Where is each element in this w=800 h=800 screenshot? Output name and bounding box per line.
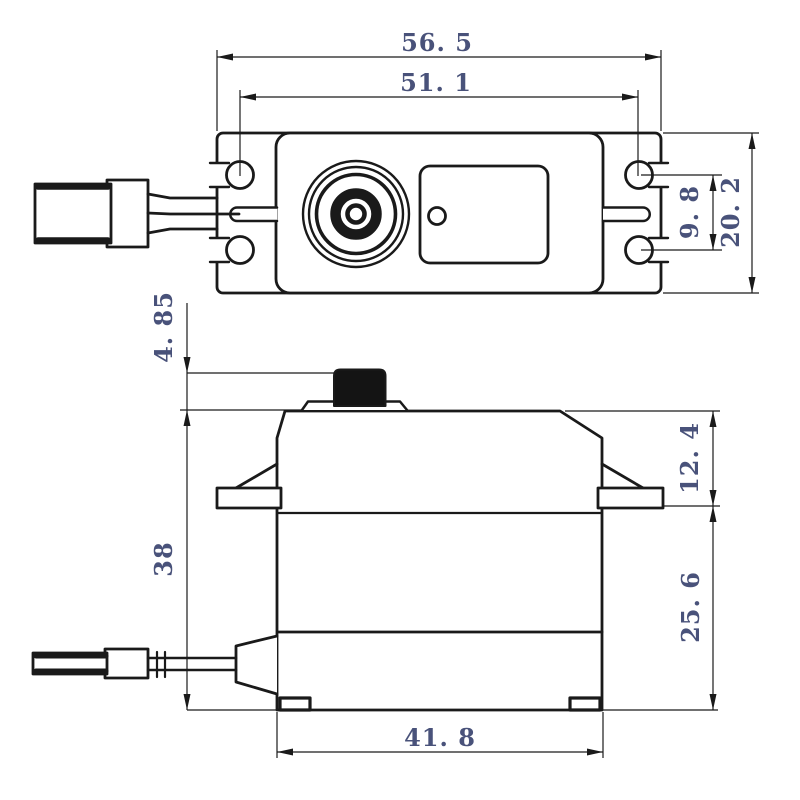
arrowhead — [709, 506, 717, 522]
dim-label-12-4: 12. 4 — [675, 422, 704, 494]
arrowhead — [587, 748, 603, 756]
side-view — [31, 368, 665, 712]
dimension-20-2: 20. 2 — [663, 132, 759, 294]
dim-label-41-8: 41. 8 — [404, 723, 476, 752]
dim-label-51-1: 51. 1 — [400, 68, 472, 97]
servo-wire — [146, 227, 219, 235]
arrowhead — [217, 53, 233, 61]
flange-gusset — [234, 462, 279, 490]
dim-label-25-6: 25. 6 — [676, 571, 705, 643]
dim-label-38: 38 — [149, 541, 178, 576]
connector-lip — [105, 178, 150, 249]
arrowhead — [709, 490, 717, 506]
tab-slot — [601, 206, 651, 223]
mounting-flange — [215, 486, 283, 510]
flange-gusset — [600, 462, 645, 490]
arrowhead — [183, 357, 191, 373]
output-spline — [333, 368, 387, 407]
notch-stubs — [208, 161, 670, 264]
arrowhead — [277, 748, 293, 756]
wire-exit — [234, 634, 279, 696]
dim-label-20-2: 20. 2 — [716, 176, 745, 248]
mounting-flange — [596, 486, 665, 510]
arrowhead — [709, 694, 717, 710]
arrowhead — [748, 133, 756, 149]
top-view — [33, 131, 670, 295]
servo-case-side — [275, 409, 604, 712]
dimension-9-8: 9. 8 — [641, 174, 722, 251]
case-foot — [278, 696, 312, 712]
connector-body — [33, 182, 113, 245]
arrowhead — [645, 53, 661, 61]
dimension-4-85: 4. 85 — [149, 291, 334, 710]
plate-hole — [427, 206, 447, 226]
arrowhead — [709, 234, 717, 250]
mounting-hole — [225, 235, 255, 265]
arrowhead — [748, 277, 756, 293]
connector-side-view — [31, 647, 238, 680]
arrowhead — [709, 175, 717, 191]
connector-lip — [103, 647, 150, 680]
dim-label-4-85: 4. 85 — [149, 291, 178, 363]
dim-label-9-8: 9. 8 — [675, 185, 704, 239]
connector-top-view — [33, 178, 241, 249]
case-foot — [568, 696, 602, 712]
servo-wire — [146, 192, 219, 200]
arrowhead — [183, 410, 191, 426]
label-plate — [418, 164, 550, 265]
dimension-41-8: 41. 8 — [276, 712, 604, 758]
dimension-12-4: 12. 4 — [565, 410, 720, 710]
dimension-56-5: 56. 5 — [216, 28, 662, 131]
notch-erase — [213, 239, 221, 261]
dimension-25-6: 25. 6 — [676, 506, 717, 710]
dimension-51-1: 51. 1 — [239, 68, 639, 176]
arrowhead — [622, 93, 638, 101]
output-shaft-top-view — [301, 159, 411, 269]
arrowhead — [183, 694, 191, 710]
servo-wire — [146, 211, 241, 216]
dim-label-56-5: 56. 5 — [401, 28, 473, 57]
arrowhead — [709, 411, 717, 427]
notch-erase — [213, 164, 221, 186]
arrowhead — [240, 93, 256, 101]
dimension-38: 38 — [149, 410, 718, 711]
